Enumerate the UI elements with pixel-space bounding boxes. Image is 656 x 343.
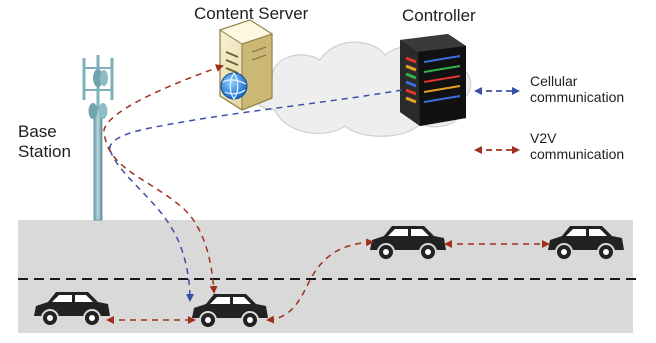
legend-v2v-label: V2V communication: [530, 130, 624, 162]
cellular-link-car: [109, 149, 194, 302]
content-server-label: Content Server: [194, 4, 309, 23]
globe-icon: [220, 72, 248, 100]
car-bottom-middle: [192, 294, 268, 329]
legend-v2v-line1: V2V: [530, 130, 557, 146]
cellular-link-controller: [109, 89, 403, 151]
base-station-tower-icon: [82, 55, 114, 221]
legend-cellular-line2: communication: [530, 89, 625, 106]
car-top-right: [548, 226, 624, 261]
car-bottom-left: [34, 292, 110, 327]
v2v-link-diagonal: [266, 238, 374, 324]
legend-v2v-line2: communication: [530, 146, 625, 163]
road: [18, 220, 633, 333]
controller-label: Controller: [402, 6, 476, 25]
v2v-link-server-to-car: [103, 64, 224, 294]
base-station-label-line1: Base: [18, 122, 57, 141]
base-station-label-line2: Station: [18, 141, 71, 161]
legend-cellular-label: Cellular communication: [530, 73, 624, 105]
controller-icon: [400, 34, 466, 126]
legend-cellular-line1: Cellular: [530, 73, 578, 89]
base-station-label: Base Station: [18, 122, 71, 161]
car-top-middle: [370, 226, 446, 261]
